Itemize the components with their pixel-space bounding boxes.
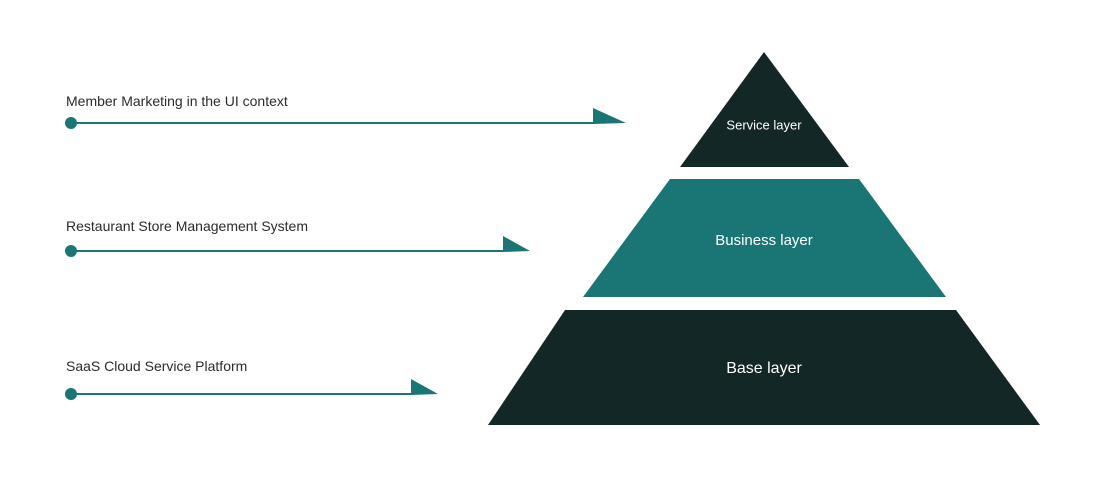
- callout-label: SaaS Cloud Service Platform: [66, 358, 247, 374]
- service-layer-shape: [680, 52, 849, 167]
- business-layer-shape: [583, 179, 946, 297]
- business-layer-label: Business layer: [715, 232, 813, 249]
- arrowhead-icon: [593, 108, 626, 124]
- service-layer-label: Service layer: [726, 117, 802, 132]
- callout-label: Member Marketing in the UI context: [66, 93, 288, 109]
- callout-business: Restaurant Store Management System: [65, 218, 530, 257]
- callout-label: Restaurant Store Management System: [66, 218, 308, 234]
- pyramid: Service layer Business layer Base layer: [488, 52, 1040, 425]
- callout-base: SaaS Cloud Service Platform: [65, 358, 438, 400]
- base-layer-label: Base layer: [726, 360, 802, 377]
- callout-service: Member Marketing in the UI context: [65, 93, 626, 129]
- base-layer-shape: [488, 310, 1040, 425]
- arrowhead-icon: [411, 379, 438, 395]
- arrowhead-icon: [503, 236, 530, 252]
